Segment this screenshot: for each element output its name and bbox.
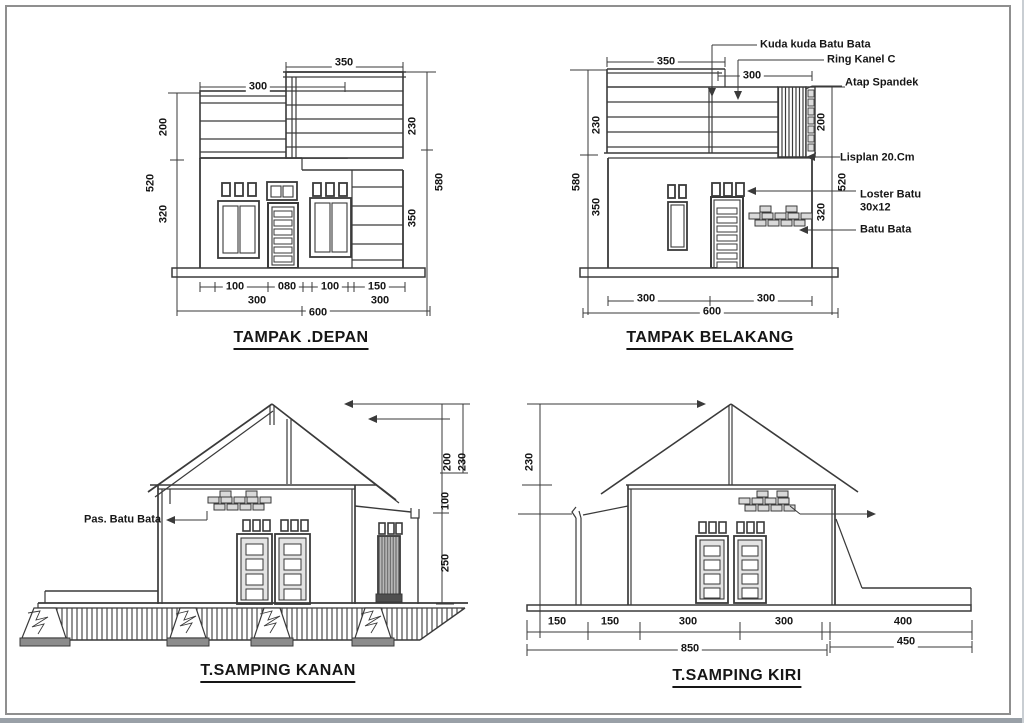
back-dim-bottom-600: 600 — [699, 306, 725, 318]
back-callout-kuda-kuda: Kuda kuda Batu Bata — [760, 38, 871, 51]
back-dim-top-300: 300 — [739, 70, 765, 82]
kiri-roof — [600, 403, 859, 495]
front-dim-bottom-100a: 100 — [222, 281, 248, 293]
kiri-dim-300b: 300 — [774, 615, 794, 628]
kiri-ground-slab — [526, 604, 972, 612]
kanan-roof — [147, 403, 400, 504]
kiri-view-title: T.SAMPING KIRI — [672, 667, 802, 688]
kiri-dim-450: 450 — [893, 636, 919, 648]
kanan-dimension-lines — [344, 400, 470, 605]
front-dim-bottom-080: 080 — [274, 281, 300, 293]
kiri-dim-300a: 300 — [678, 615, 698, 628]
kanan-dim-100: 100 — [439, 491, 452, 511]
back-parapet — [604, 68, 816, 159]
kiri-dim-150b: 150 — [600, 615, 620, 628]
kanan-dim-230: 230 — [456, 452, 469, 472]
back-callout-loster-line1: Loster Batu — [860, 188, 922, 201]
kanan-footing-3 — [250, 607, 294, 647]
front-dim-bottom-100b: 100 — [317, 281, 343, 293]
kiri-gutter-post — [571, 505, 629, 605]
front-dim-right-350: 350 — [406, 208, 419, 228]
front-dim-bottom-150: 150 — [364, 281, 390, 293]
back-dim-bottom-300a: 300 — [633, 293, 659, 305]
kiri-window-right — [733, 521, 767, 604]
back-callout-batu-bata: Batu Bata — [860, 223, 912, 236]
front-dim-right-230: 230 — [406, 116, 419, 136]
kiri-window-left — [695, 521, 729, 604]
front-dim-top-350: 350 — [331, 57, 357, 69]
page-bottom-edge — [0, 718, 1024, 723]
back-dim-right-520: 520 — [836, 172, 849, 192]
back-spandek-roof — [777, 86, 816, 158]
back-dim-top-350: 350 — [653, 56, 679, 68]
front-dim-right-580: 580 — [433, 172, 446, 192]
kiri-elevation-drawing — [518, 400, 973, 656]
front-dim-top-300: 300 — [245, 81, 271, 93]
kanan-door-right — [274, 519, 311, 605]
kanan-door-left — [236, 519, 273, 605]
front-parapet-right — [283, 71, 406, 159]
kanan-dim-200: 200 — [441, 452, 454, 472]
back-ground-slab — [579, 267, 839, 278]
kanan-foundation — [19, 590, 468, 647]
front-dim-left-320: 320 — [157, 204, 170, 224]
back-dim-left-350: 350 — [590, 197, 603, 217]
front-view-title: TAMPAK .DEPAN — [233, 329, 369, 350]
back-window-small — [667, 184, 688, 251]
kanan-footing-1 — [19, 607, 71, 647]
kiri-dim-400: 400 — [893, 615, 913, 628]
kanan-brick-pattern — [207, 490, 272, 511]
front-ground-slab — [171, 267, 426, 278]
kiri-dim-150a: 150 — [547, 615, 567, 628]
front-door — [266, 181, 299, 269]
kiri-brick-pattern — [738, 490, 796, 512]
front-dim-left-200: 200 — [157, 117, 170, 137]
kanan-dim-250: 250 — [439, 553, 452, 573]
kanan-footing-4 — [351, 607, 395, 647]
kiri-leader-arrow — [789, 505, 876, 518]
back-callout-ring-kanel: Ring Kanel C — [827, 53, 896, 66]
kanan-view-title: T.SAMPING KANAN — [200, 662, 356, 683]
kanan-walls — [157, 485, 356, 604]
kiri-dim-850: 850 — [677, 643, 703, 655]
kanan-elevation-drawing — [19, 400, 470, 647]
kanan-annex — [354, 505, 420, 604]
back-callout-atap-spandek: Atap Spandek — [845, 76, 919, 89]
front-dim-bottom-300a: 300 — [247, 294, 267, 307]
front-window-right — [309, 182, 352, 258]
back-dim-left-230: 230 — [590, 115, 603, 135]
kiri-walls — [627, 485, 836, 605]
back-dim-bottom-300b: 300 — [753, 293, 779, 305]
page-right-edge — [1022, 0, 1024, 723]
front-dim-left-520: 520 — [144, 173, 157, 193]
front-dim-bottom-300b: 300 — [370, 294, 390, 307]
front-elevation-drawing — [168, 62, 436, 316]
front-dim-bottom-600: 600 — [305, 307, 331, 319]
back-view-title: TAMPAK BELAKANG — [626, 329, 794, 350]
front-window-left — [217, 182, 260, 259]
front-facade-walls — [199, 157, 404, 268]
back-brick-pattern — [748, 205, 813, 227]
back-elevation-drawing — [570, 44, 856, 318]
kiri-dim-left-230: 230 — [523, 452, 536, 472]
kanan-footing-2 — [166, 607, 210, 647]
back-dim-right-320: 320 — [815, 202, 828, 222]
kanan-callout-leader — [166, 511, 208, 524]
back-dim-left-580: 580 — [570, 172, 583, 192]
back-callout-lisplan: Lisplan 20.Cm — [840, 151, 915, 164]
back-callout-loster-line2: 30x12 — [860, 201, 891, 214]
kiri-annex — [835, 518, 972, 605]
back-dim-right-200: 200 — [815, 112, 828, 132]
kanan-callout-pas-batu-bata: Pas. Batu Bata — [84, 513, 162, 526]
back-door — [710, 182, 745, 269]
